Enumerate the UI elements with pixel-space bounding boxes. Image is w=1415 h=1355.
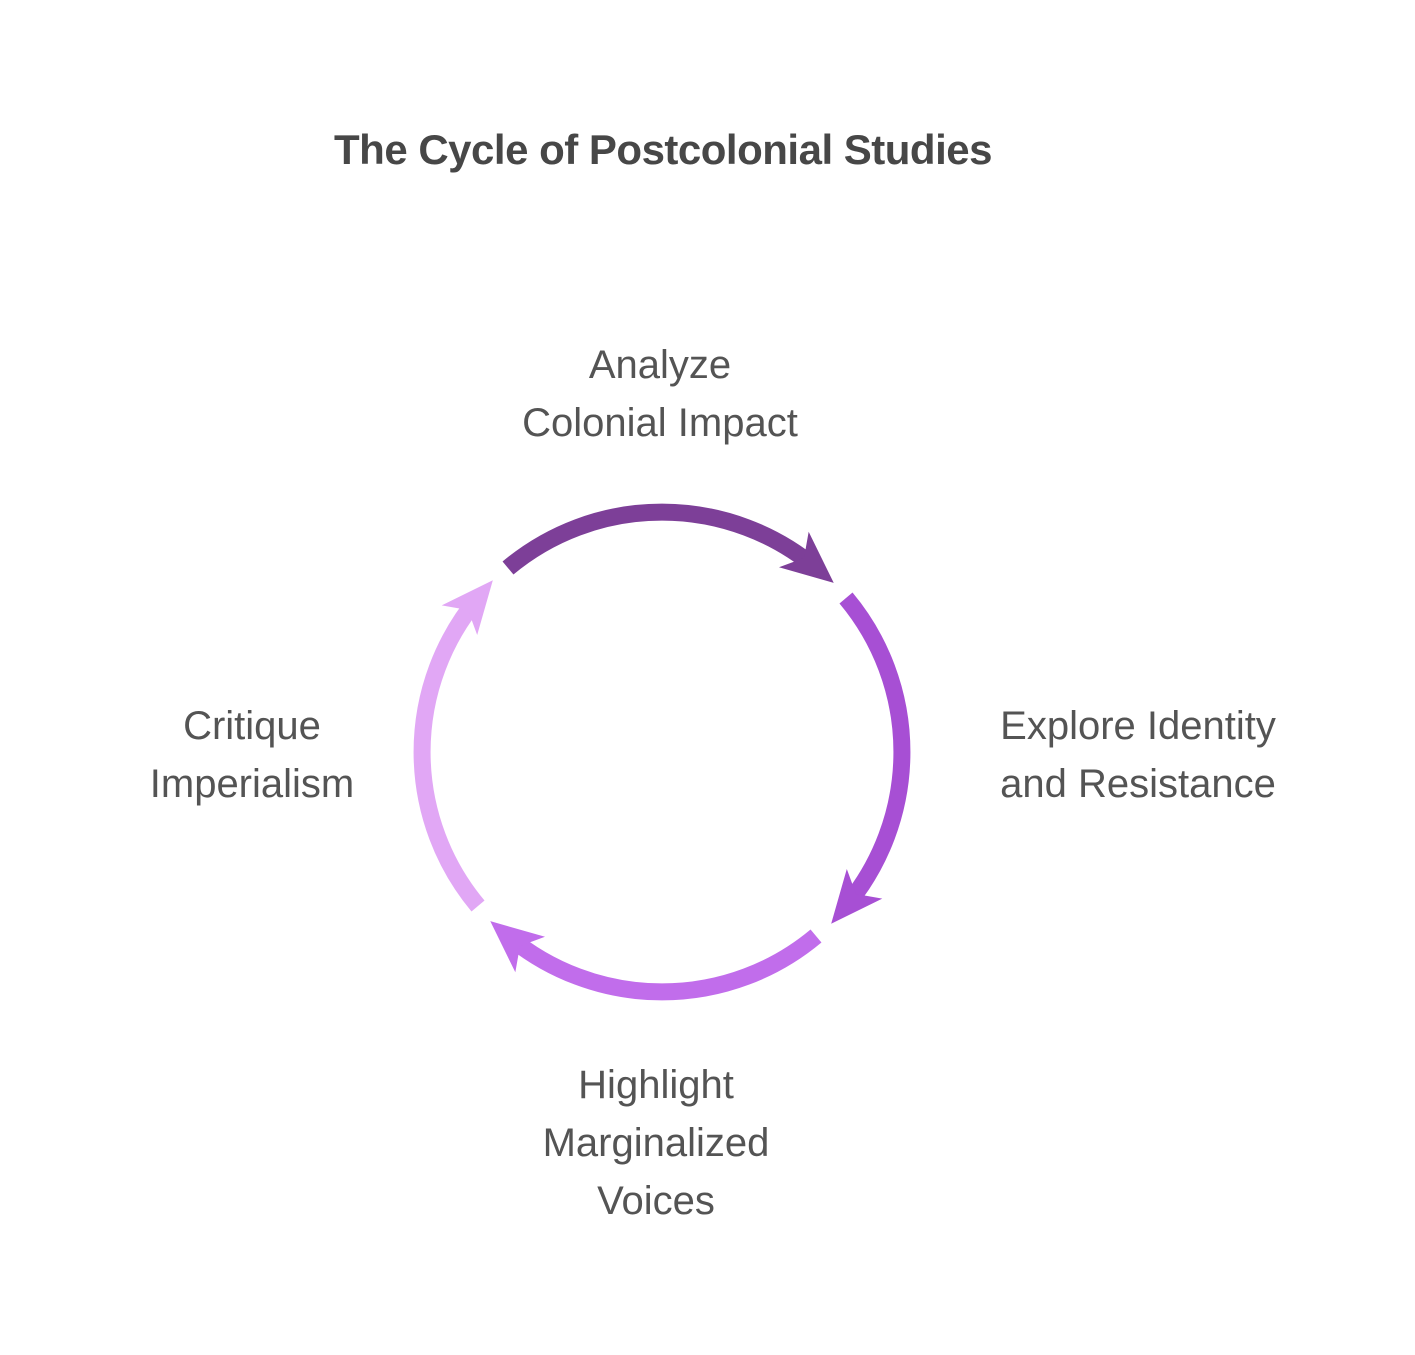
step-label-explore-identity-and-resistance: Explore Identity and Resistance — [1000, 704, 1276, 806]
arc-explore-to-highlight — [831, 592, 911, 924]
step-label-analyze-colonial-impact: Analyze Colonial Impact — [522, 343, 798, 445]
arc-analyze-to-explore — [502, 503, 834, 583]
arc-critique-to-analyze — [413, 580, 493, 912]
step-label-highlight-marginalized-voices: Highlight Marginalized Voices — [542, 1063, 770, 1223]
step-label-critique-imperialism: Critique Imperialism — [149, 704, 355, 806]
arc-highlight-to-critique — [490, 921, 822, 1001]
diagram-title: The Cycle of Postcolonial Studies — [334, 126, 992, 173]
